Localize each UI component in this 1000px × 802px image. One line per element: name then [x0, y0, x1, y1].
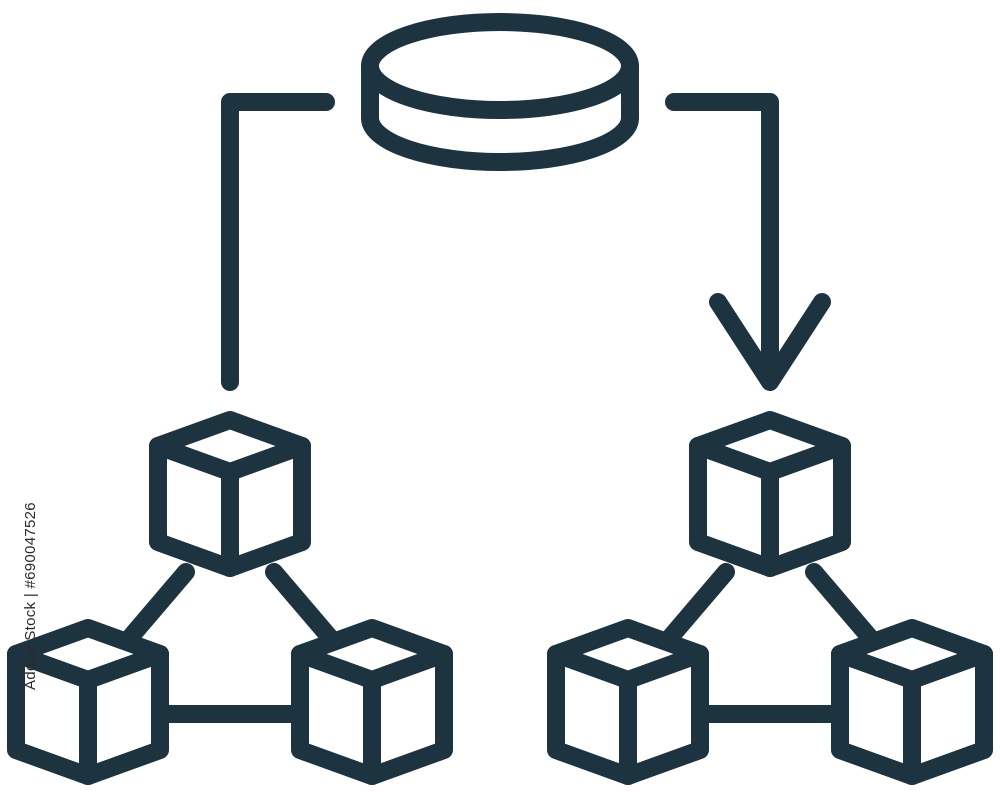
- cube-icon: [698, 420, 842, 568]
- arrow-head-down-icon: [709, 293, 831, 391]
- flow-arrow-left: [221, 93, 335, 391]
- network-link: [659, 563, 735, 649]
- network-link: [805, 563, 881, 649]
- cube-icon: [840, 628, 984, 776]
- stock-watermark-id: Adobe Stock | #690047526: [22, 502, 39, 690]
- network-link: [119, 563, 195, 649]
- database-disk-icon: [361, 13, 639, 171]
- cube-network-right: [556, 420, 984, 776]
- cube-icon: [300, 628, 444, 776]
- icon-strokes: [16, 13, 984, 776]
- cube-network-left: [16, 420, 444, 776]
- cube-icon: [158, 420, 302, 568]
- cube-icon: [556, 628, 700, 776]
- flow-arrow-right: [665, 93, 779, 389]
- network-link: [265, 563, 341, 649]
